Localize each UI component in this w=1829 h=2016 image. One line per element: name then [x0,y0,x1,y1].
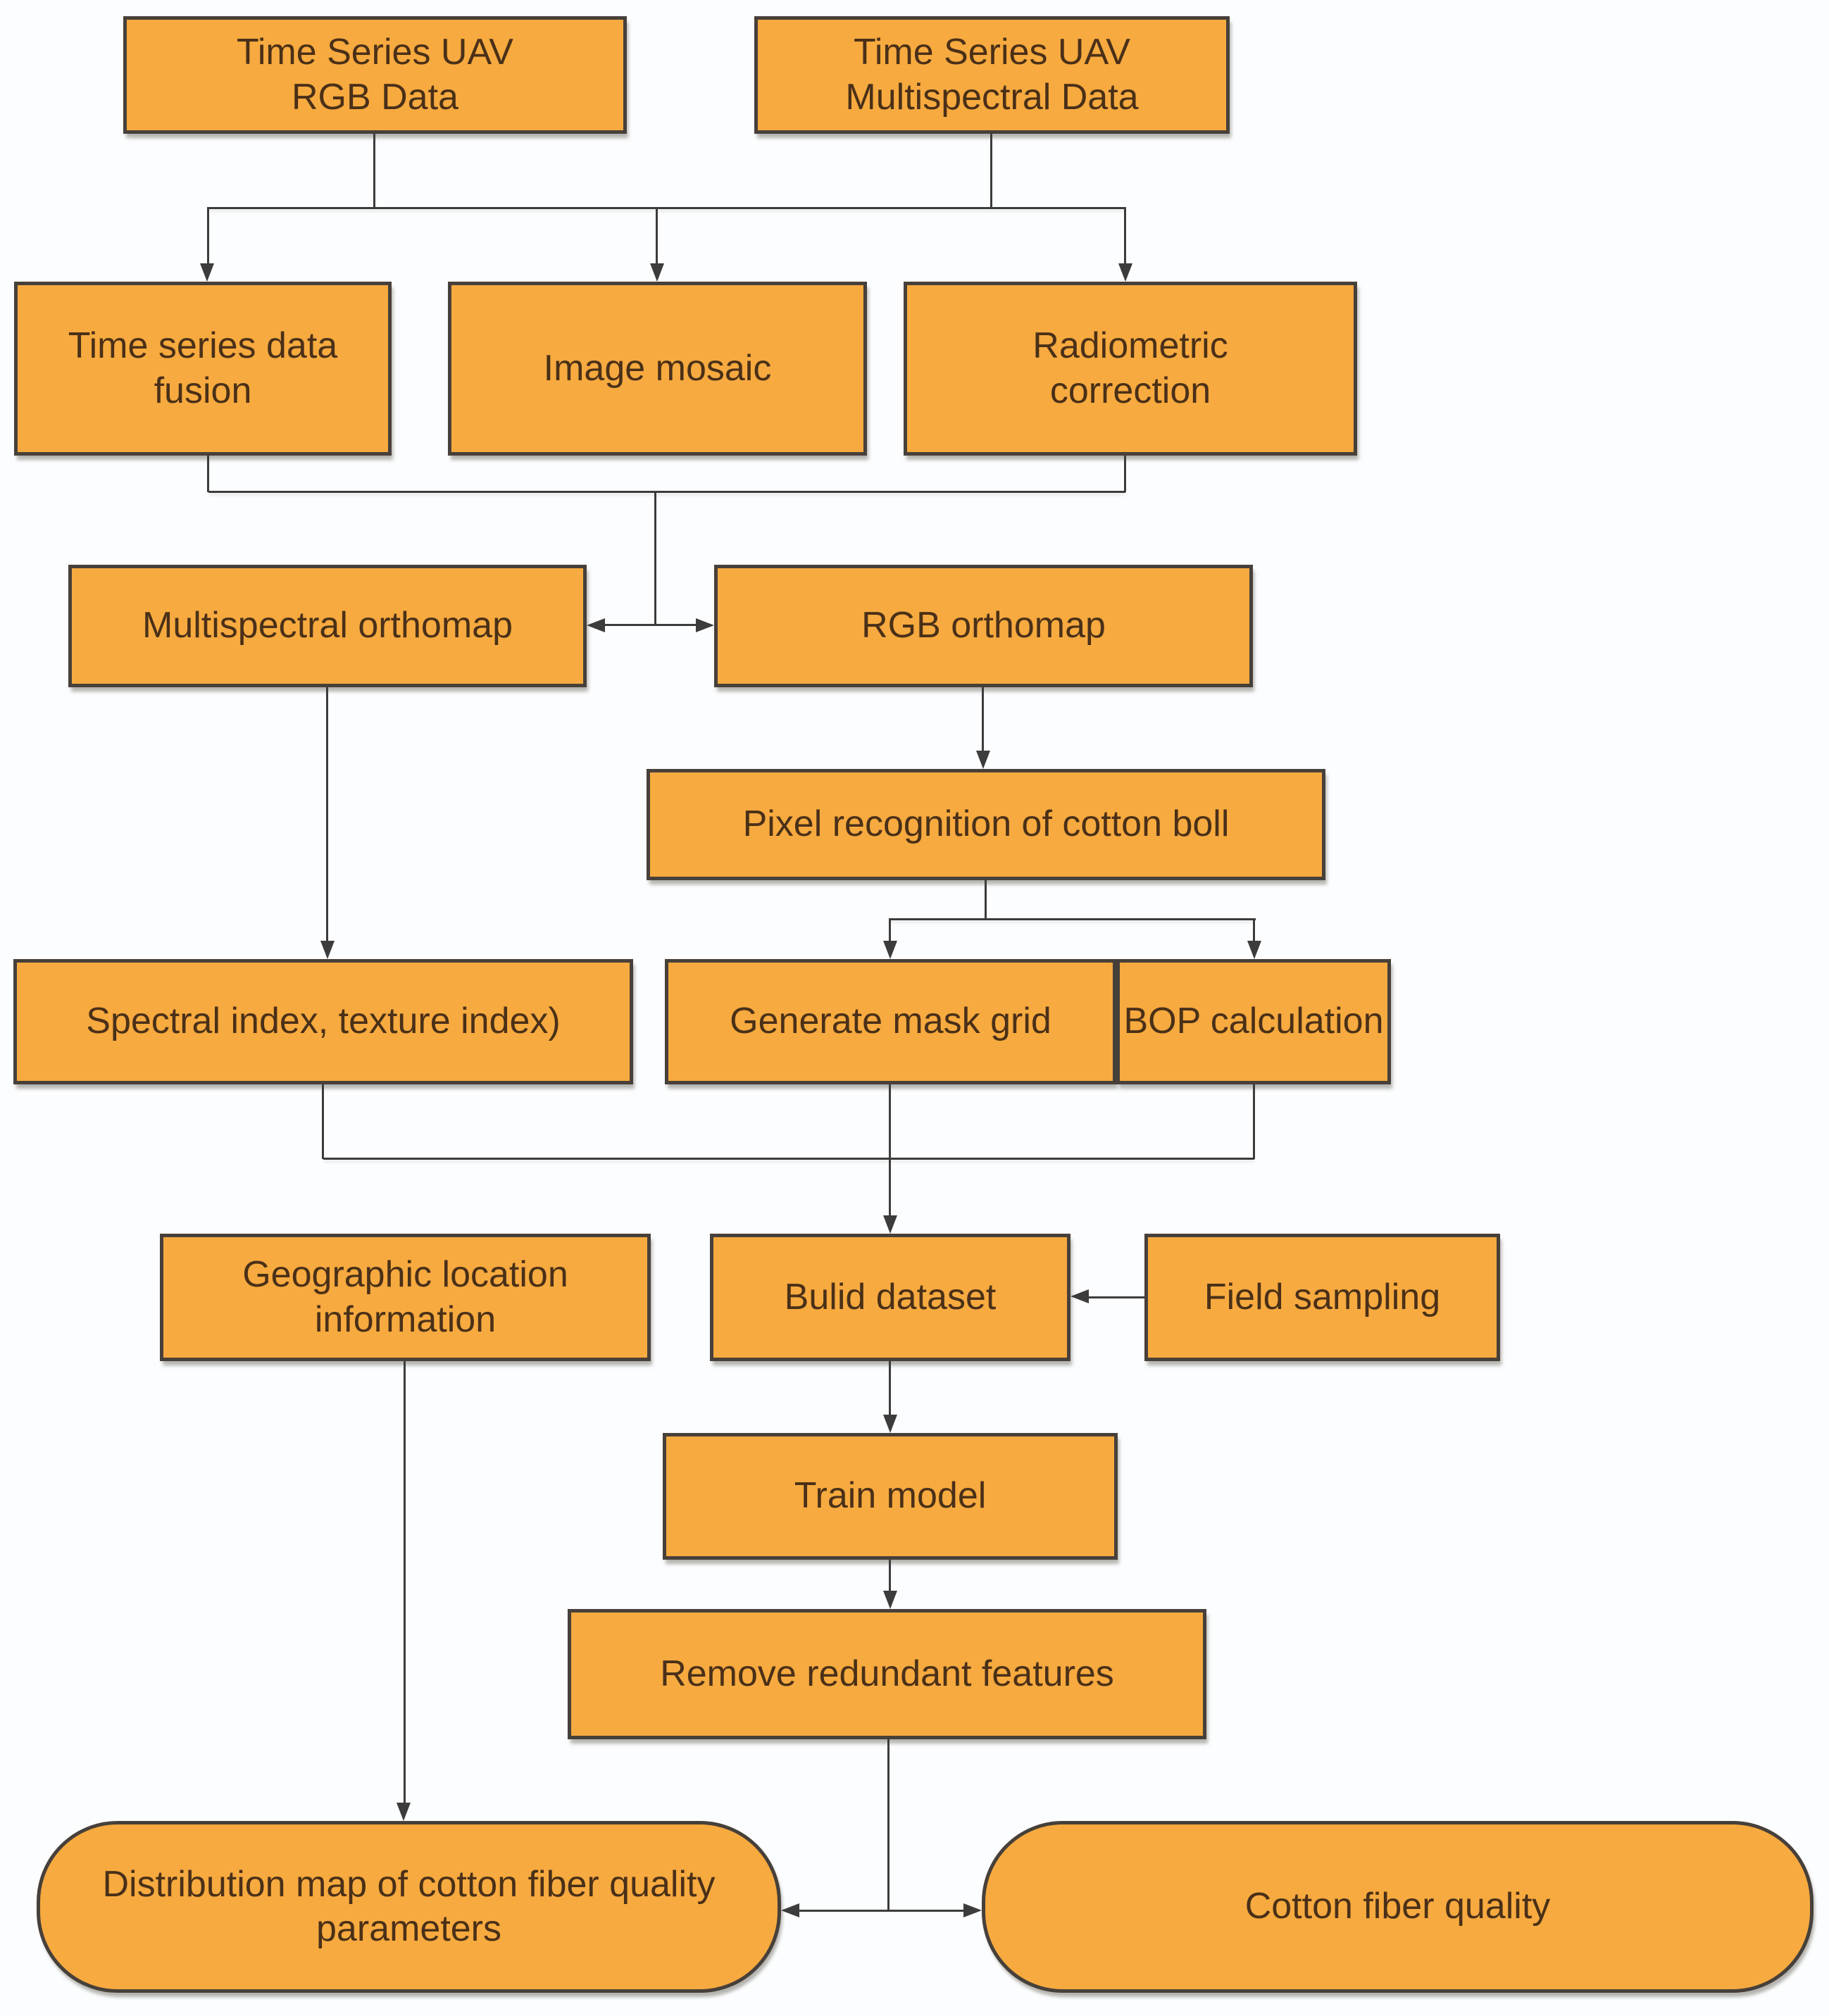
connector-line [323,1158,1254,1160]
arrowhead-right-icon [696,618,714,632]
connector-line [322,1084,324,1159]
connector-line [982,687,984,751]
node-bop-calculation: BOP calculation [1116,959,1391,1084]
connector-line [889,1560,891,1591]
connector-line [1253,1084,1255,1159]
connector-line [1089,1296,1144,1298]
node-radiometric-correction: Radiometric correction [904,282,1357,456]
connector-line [985,880,987,920]
node-field-sampling: Field sampling [1144,1234,1500,1361]
arrowhead-down-icon [1118,263,1132,282]
connector-line [796,1910,966,1912]
node-time-series-uav-rgb-data: Time Series UAV RGB Data [123,16,627,134]
connector-line [889,918,891,941]
node-pixel-recognition-of-cotton-boll: Pixel recognition of cotton boll [647,769,1325,880]
connector-line [990,134,992,209]
node-spectral-index-texture-index: Spectral index, texture index) [13,959,633,1084]
connector-line [208,491,1125,493]
connector-line [889,1084,891,1215]
connector-line [654,491,656,625]
arrowhead-down-icon [1247,941,1261,959]
node-rgb-orthomap: RGB orthomap [714,565,1253,687]
node-distribution-map-of-cotton-fiber-quality-parameters: Distribution map of cotton fiber quality… [37,1821,781,1993]
node-image-mosaic: Image mosaic [448,282,867,456]
node-train-model: Train model [663,1433,1118,1560]
connector-line [207,456,209,492]
node-geographic-location-information: Geographic location information [160,1234,651,1361]
arrowhead-left-icon [587,618,605,632]
arrowhead-left-icon [781,1903,799,1917]
connector-line [1124,207,1126,263]
arrowhead-right-icon [963,1903,982,1917]
node-cotton-fiber-quality: Cotton fiber quality [982,1821,1814,1993]
connector-line [602,624,699,626]
node-bulid-dataset: Bulid dataset [710,1234,1070,1361]
connector-line [887,1739,889,1911]
connector-line [1253,918,1255,941]
arrowhead-down-icon [883,1591,897,1609]
connector-line [373,134,375,209]
arrowhead-down-icon [883,1215,897,1234]
connector-line [326,687,328,941]
arrowhead-down-icon [320,941,335,959]
arrowhead-down-icon [200,263,214,282]
arrowhead-down-icon [650,263,664,282]
arrowhead-left-icon [1070,1289,1089,1303]
connector-line [1124,456,1126,492]
node-multispectral-orthomap: Multispectral orthomap [68,565,587,687]
connector-line [656,207,658,263]
connector-line [404,1361,406,1803]
connector-line [208,207,1125,209]
arrowhead-down-icon [976,751,990,769]
node-time-series-data-fusion: Time series data fusion [14,282,392,456]
node-time-series-uav-multispectral-data: Time Series UAV Multispectral Data [754,16,1230,134]
connector-line [889,1361,891,1415]
arrowhead-down-icon [883,1415,897,1433]
arrowhead-down-icon [883,941,897,959]
arrowhead-down-icon [397,1803,411,1821]
connector-line [207,207,209,263]
node-remove-redundant-features: Remove redundant features [568,1609,1206,1739]
connector-line [889,918,1256,920]
node-generate-mask-grid: Generate mask grid [665,959,1116,1084]
